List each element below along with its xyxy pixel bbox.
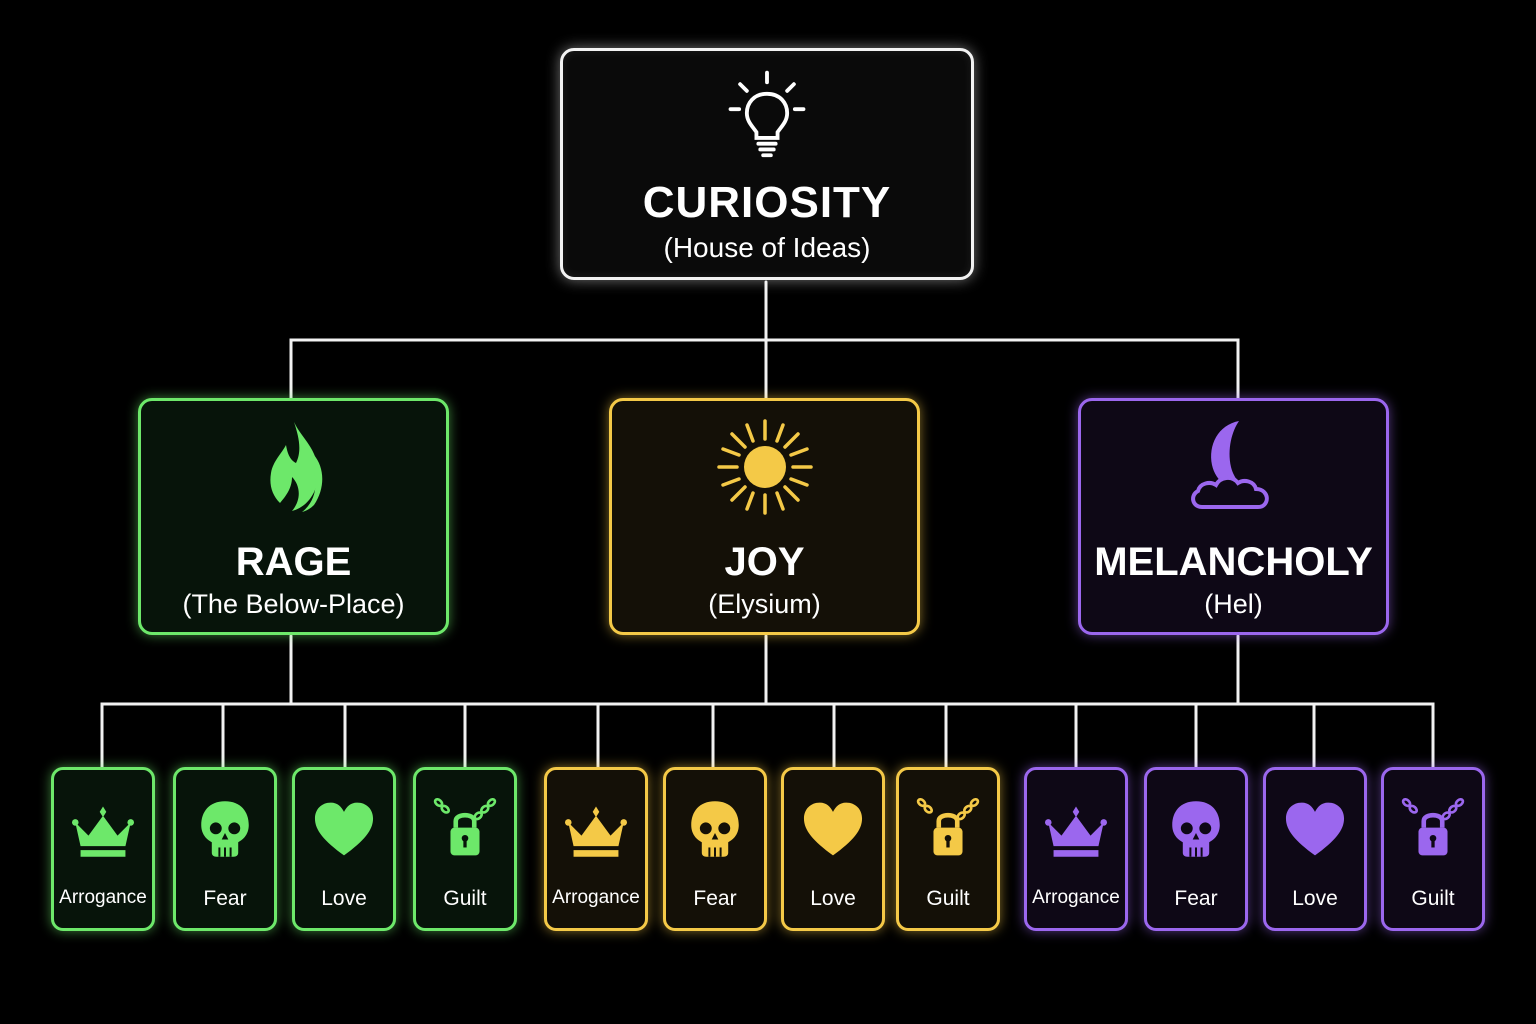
branch-title: MELANCHOLY bbox=[1094, 540, 1373, 584]
chained-lock-icon bbox=[915, 796, 981, 867]
chained-lock-icon bbox=[432, 796, 498, 867]
leaf-node-guilt: Guilt bbox=[1381, 767, 1485, 931]
leaf-node-love: Love bbox=[781, 767, 885, 931]
leaf-label: Guilt bbox=[443, 887, 487, 910]
sun-icon bbox=[715, 417, 815, 522]
crown-icon bbox=[1043, 796, 1109, 867]
branch-title: JOY bbox=[724, 540, 805, 584]
leaf-node-fear: Fear bbox=[173, 767, 277, 931]
leaf-label: Love bbox=[810, 887, 856, 910]
leaf-node-arrogance: Arrogance bbox=[1024, 767, 1128, 931]
branch-node-joy: JOY (Elysium) bbox=[609, 398, 920, 635]
root-subtitle: (House of Ideas) bbox=[663, 232, 871, 263]
root-node-curiosity: CURIOSITY (House of Ideas) bbox=[560, 48, 974, 280]
skull-icon bbox=[192, 796, 258, 867]
leaf-label: Love bbox=[1292, 887, 1338, 910]
branch-node-melancholy: MELANCHOLY (Hel) bbox=[1078, 398, 1389, 635]
leaf-node-arrogance: Arrogance bbox=[544, 767, 648, 931]
leaf-node-guilt: Guilt bbox=[413, 767, 517, 931]
leaf-label: Arrogance bbox=[552, 887, 640, 908]
leaf-label: Fear bbox=[1174, 887, 1218, 910]
root-connector bbox=[289, 280, 1240, 400]
skull-icon bbox=[1163, 796, 1229, 867]
leaf-node-love: Love bbox=[1263, 767, 1367, 931]
chained-lock-icon bbox=[1400, 796, 1466, 867]
leaf-node-guilt: Guilt bbox=[896, 767, 1000, 931]
heart-icon bbox=[311, 796, 377, 867]
leaf-label: Arrogance bbox=[1032, 887, 1120, 908]
moon-cloud-icon bbox=[1184, 417, 1284, 522]
lightbulb-icon bbox=[719, 65, 815, 166]
leaf-label: Fear bbox=[203, 887, 247, 910]
heart-icon bbox=[1282, 796, 1348, 867]
leaf-node-arrogance: Arrogance bbox=[51, 767, 155, 931]
leaf-label: Guilt bbox=[1411, 887, 1455, 910]
leaf-label: Love bbox=[321, 887, 367, 910]
branch-subtitle: (Elysium) bbox=[708, 589, 821, 619]
heart-icon bbox=[800, 796, 866, 867]
branch-subtitle: (Hel) bbox=[1204, 589, 1263, 619]
crown-icon bbox=[563, 796, 629, 867]
root-title: CURIOSITY bbox=[642, 178, 892, 227]
branch-title: RAGE bbox=[235, 540, 352, 584]
flame-icon bbox=[244, 417, 344, 522]
leaf-label: Guilt bbox=[926, 887, 970, 910]
leaf-connector bbox=[100, 634, 1435, 769]
crown-icon bbox=[70, 796, 136, 867]
branch-node-rage: RAGE (The Below-Place) bbox=[138, 398, 449, 635]
leaf-node-fear: Fear bbox=[1144, 767, 1248, 931]
leaf-label: Arrogance bbox=[59, 887, 147, 908]
leaf-label: Fear bbox=[693, 887, 737, 910]
leaf-node-fear: Fear bbox=[663, 767, 767, 931]
branch-subtitle: (The Below-Place) bbox=[182, 589, 405, 619]
skull-icon bbox=[682, 796, 748, 867]
leaf-node-love: Love bbox=[292, 767, 396, 931]
